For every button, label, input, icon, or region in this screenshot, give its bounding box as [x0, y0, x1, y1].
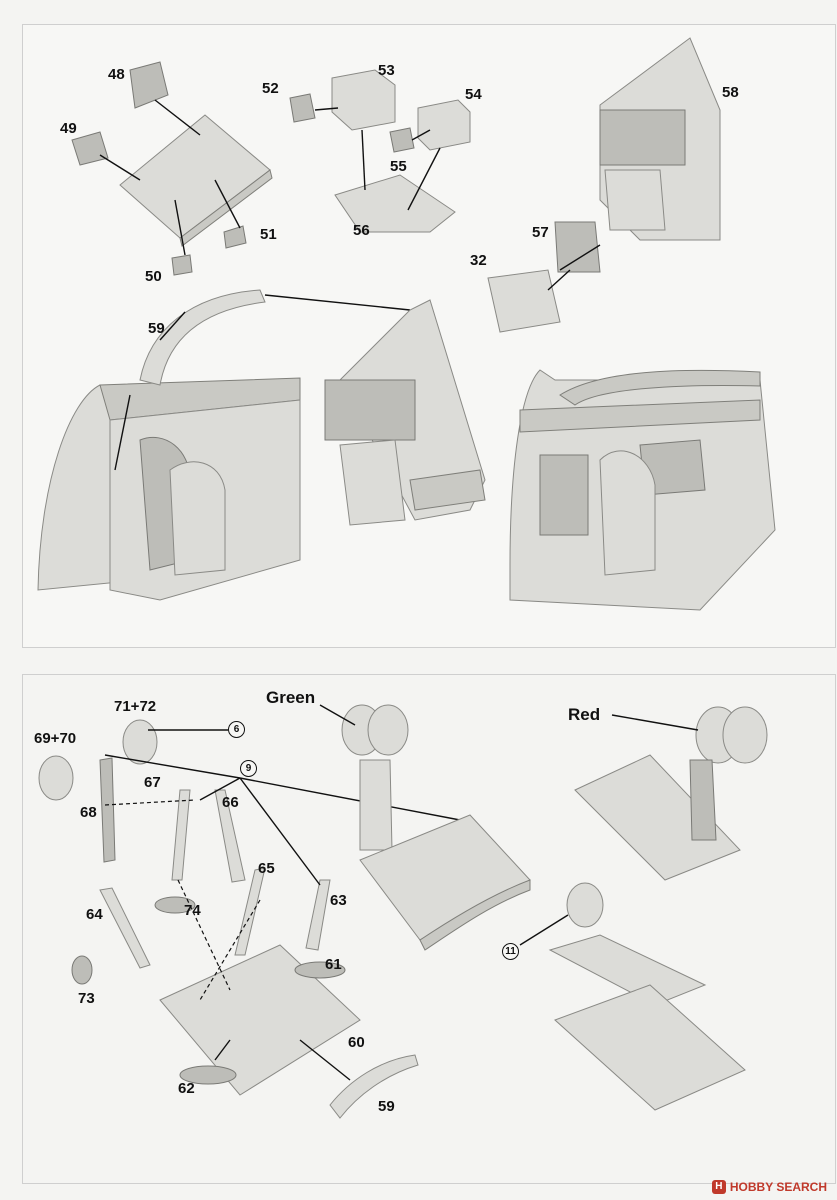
part-54-label: 54	[465, 86, 482, 103]
part-53-label: 53	[378, 62, 395, 79]
part-71-72-label: 71+72	[114, 698, 157, 715]
cockpit-right-assembly	[509, 369, 776, 611]
part-51-label: 51	[260, 226, 277, 243]
part-69-70-label: 69+70	[34, 730, 77, 747]
watermark-text: HOBBY SEARCH	[729, 1180, 827, 1194]
instrument-box-parts	[289, 69, 471, 233]
part-59-bottom-label: 59	[378, 1098, 395, 1115]
part-59-label: 59	[148, 320, 165, 337]
part-63-label: 63	[330, 892, 347, 909]
gear-assembly-11	[548, 882, 746, 1111]
part-73-label: 73	[78, 990, 95, 1007]
step-6-circle: 6	[228, 721, 245, 738]
bulkhead-58-part	[487, 37, 721, 333]
step-11-circle: 11	[502, 943, 519, 960]
bottom-assembly-panel	[22, 674, 836, 1184]
part-68-label: 68	[80, 804, 97, 821]
hobby-search-watermark: H HOBBY SEARCH	[711, 1180, 827, 1194]
part-49-label: 49	[60, 120, 77, 137]
landing-gear-exploded	[38, 719, 419, 1119]
part-74-label: 74	[184, 902, 201, 919]
part-64-label: 64	[86, 906, 103, 923]
gear-assembly-red	[574, 706, 768, 881]
part-50-label: 50	[145, 268, 162, 285]
part-56-label: 56	[353, 222, 370, 239]
step-9-circle: 9	[240, 760, 257, 777]
part-67-label: 67	[144, 774, 161, 791]
hobby-search-logo-icon: H	[711, 1180, 726, 1194]
red-color-callout: Red	[568, 705, 601, 724]
part-61-label: 61	[325, 956, 342, 973]
part-66-label: 66	[222, 794, 239, 811]
part-52-label: 52	[262, 80, 279, 97]
part-58-label: 58	[722, 84, 739, 101]
cockpit-left-assembly	[37, 289, 301, 601]
part-62-label: 62	[178, 1080, 195, 1097]
part-32-label: 32	[470, 252, 487, 269]
part-65-label: 65	[258, 860, 275, 877]
cockpit-middle-assembly	[324, 299, 486, 526]
gear-assembly-green	[341, 704, 531, 951]
green-color-callout: Green	[266, 688, 316, 707]
part-60-label: 60	[348, 1034, 365, 1051]
part-48-label: 48	[108, 66, 125, 83]
floor-tray-part	[71, 61, 273, 276]
part-55-label: 55	[390, 158, 407, 175]
part-57-label: 57	[532, 224, 549, 241]
